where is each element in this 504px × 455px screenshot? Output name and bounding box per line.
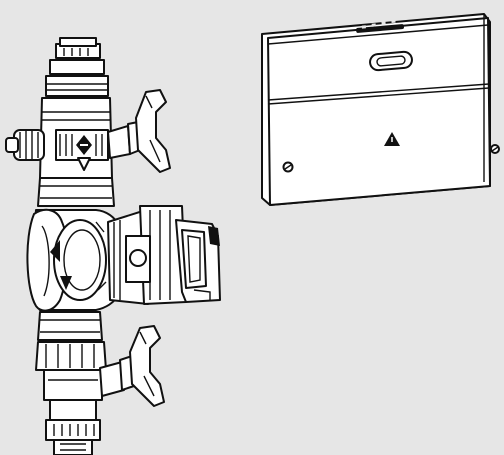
lower-valve-handle: [129, 325, 165, 407]
pipe-connector: [45, 399, 101, 455]
lower-ball-valve: [43, 325, 165, 407]
vent-slots: [356, 19, 405, 33]
upper-collar: [37, 177, 115, 207]
thermometer-dial: [5, 129, 45, 161]
mounting-screw-left: [282, 161, 294, 173]
indicator-window: [369, 50, 413, 72]
pump-motor-housing: [107, 205, 221, 305]
control-box: [261, 13, 500, 206]
mounting-screw-right: [490, 144, 500, 154]
upper-valve-handle: [135, 89, 171, 173]
lower-collar: [35, 311, 107, 371]
circulation-pump: [26, 208, 129, 312]
upper-ball-valve: [5, 89, 171, 179]
top-pipe-connector: [45, 37, 109, 97]
terminal-box: [175, 219, 221, 303]
warning-triangle-icon: [384, 132, 400, 146]
pump-valve-group: [5, 37, 221, 455]
